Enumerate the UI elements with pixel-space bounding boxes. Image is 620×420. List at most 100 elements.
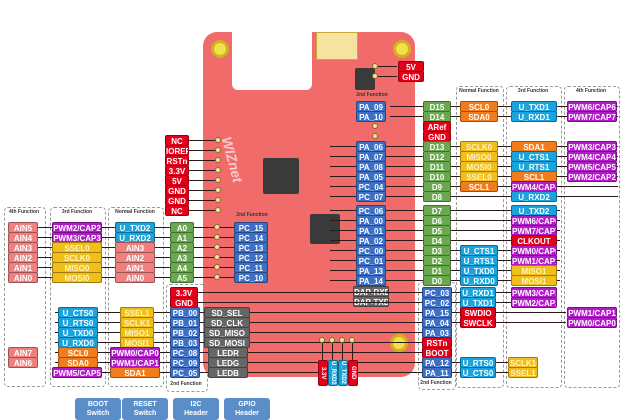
analog-pin-label: A5 (170, 272, 194, 283)
second-function-header-top: 2nd Function (356, 92, 388, 98)
header-pad (214, 274, 220, 280)
header-pad (215, 167, 221, 173)
wire-line (328, 362, 422, 363)
wire-line (377, 76, 397, 77)
wire-line (330, 196, 618, 197)
normal-function-label: AIN0 (115, 272, 155, 283)
header-pad (215, 147, 221, 153)
group-left-2nd-header: 2nd Function (170, 381, 202, 387)
header-pad (339, 337, 345, 343)
wire-line (188, 190, 218, 191)
swd-pin-label: PA_11 (422, 367, 452, 378)
header-pad (215, 157, 221, 163)
fourth-function-label: AIN6 (8, 357, 38, 368)
wire-line (342, 340, 343, 360)
boot-switch-legend: BOOT Switch (75, 398, 121, 420)
power-label: GND (398, 71, 424, 82)
regulator-chip (355, 68, 375, 90)
wire-line (390, 116, 618, 117)
legend-line1: GPIO (238, 401, 256, 408)
header-pad (215, 187, 221, 193)
wire-line (304, 302, 422, 303)
group-right-2nd-header: 2nd Function (420, 380, 452, 386)
legend-line2: Switch (133, 410, 157, 417)
wire-line (195, 302, 375, 303)
group-left-normal (108, 207, 164, 387)
mcu-chip (263, 158, 299, 194)
second-function-header-left: 2nd Function (236, 212, 268, 218)
header-pad (215, 177, 221, 183)
i2c-header-legend: I2C Header (173, 398, 219, 420)
header-pad (214, 264, 220, 270)
legend-line1: BOOT (87, 401, 109, 408)
header-pad (214, 254, 220, 260)
second-function-label: PA_10 (356, 111, 386, 122)
mounting-hole (211, 40, 229, 58)
group-right-3rd-header: 3rd Function (517, 88, 549, 94)
wire-line (188, 170, 218, 171)
wire-line (188, 210, 218, 211)
normal-function-label: U_CTS0 (460, 367, 496, 378)
header-pad (329, 337, 335, 343)
wire-line (188, 160, 218, 161)
fourth-function-label: PWM2/CAP2 (567, 171, 617, 182)
third-function-label: U_RXD2 (511, 191, 557, 202)
header-pad (372, 63, 378, 69)
group-right-3rd (506, 86, 562, 388)
second-function-label: PC_07 (356, 191, 386, 202)
gpio-pin-label: PC_05 (170, 367, 200, 378)
wire-line (312, 322, 422, 323)
ethernet-chip (310, 214, 340, 244)
mounting-hole (390, 334, 408, 352)
wire-line (332, 340, 333, 360)
second-function-label: PA_14 (356, 275, 386, 286)
group-left-4th-header: 4th Function (9, 209, 39, 215)
group-right-4th (564, 86, 620, 388)
header-pad (372, 133, 378, 139)
wire-line (324, 352, 422, 353)
wire-line (332, 372, 422, 373)
second-function-label: PC_10 (234, 272, 268, 283)
wire-line (188, 140, 218, 141)
wire-line (188, 200, 218, 201)
legend-line1: I2C (190, 401, 202, 408)
digital-pin-label: D8 (423, 191, 451, 202)
third-function-label: PWM2/CAP2 (511, 297, 557, 308)
wire-line (390, 106, 618, 107)
header-pad (214, 244, 220, 250)
group-left-normal-header: Normal Function (115, 209, 155, 215)
wire-line (308, 312, 422, 313)
normal-function-label: SDA1 (110, 367, 160, 378)
header-pad (372, 73, 378, 79)
group-left-3rd (50, 207, 106, 387)
third-function-label: SSEL1 (508, 367, 538, 378)
wire-line (322, 340, 323, 360)
legend-line2: Switch (86, 410, 110, 417)
legend-line2: Header (184, 410, 208, 417)
wire-line (195, 292, 375, 293)
fourth-function-label: AIN0 (8, 272, 38, 283)
digital-pin-label: D0 (423, 275, 451, 286)
group-right-4th-header: 4th Function (576, 88, 606, 94)
third-function-label: PWM5/CAP5 (52, 367, 102, 378)
fourth-function-label: PWM0/CAP0 (567, 317, 617, 328)
header-pad (215, 207, 221, 213)
normal-function-label: SCL1 (460, 181, 498, 192)
wire-line (316, 332, 422, 333)
header-pad (215, 197, 221, 203)
group-right-normal-header: Normal Function (459, 88, 499, 94)
normal-function-label: SDA0 (460, 111, 498, 122)
usb-connector (316, 32, 358, 60)
fourth-function-label: PWM7/CAP7 (567, 111, 617, 122)
header-pad (215, 137, 221, 143)
header-pad (214, 224, 220, 230)
board-function-label: LEDB (208, 367, 248, 378)
bottom-header-label: U_TXD2 (338, 360, 348, 386)
wire-line (496, 312, 566, 313)
normal-function-label: SWCLK (460, 317, 496, 328)
group-right-normal (456, 86, 504, 388)
wire-line (496, 322, 566, 323)
wire-line (377, 66, 397, 67)
